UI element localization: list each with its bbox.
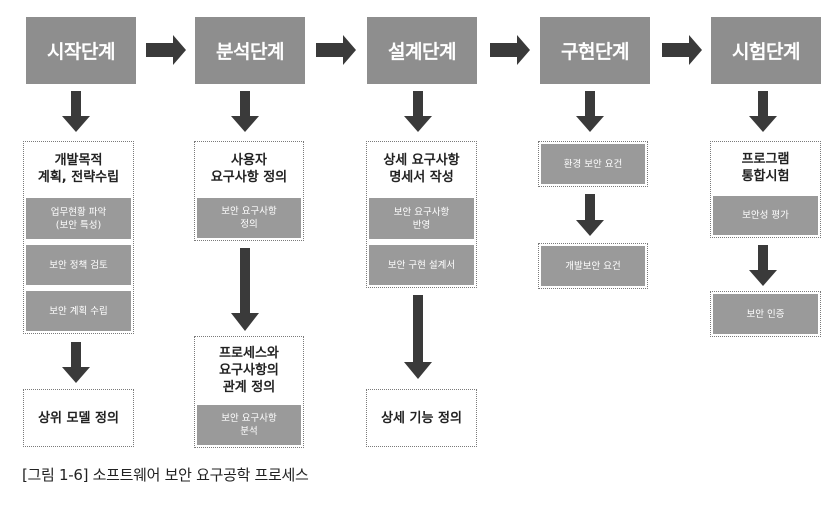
col3-sub-1: 보안 요구사항 반영 <box>369 198 474 239</box>
col1-bottom-box: 상위 모델 정의 <box>23 389 134 447</box>
col5-title: 프로그램 통합시험 <box>741 152 790 184</box>
col3-bottom-box: 상세 기능 정의 <box>366 389 477 447</box>
col2-box2-title: 프로세스와 요구사항의 관계 정의 <box>219 345 279 395</box>
phase-design: 설계단계 <box>367 17 477 84</box>
down-arrow-3 <box>404 91 432 132</box>
phase-analysis: 분석단계 <box>195 17 305 84</box>
down-arrow-2 <box>231 91 259 132</box>
down-arrow-col5 <box>749 245 777 286</box>
right-arrow-4 <box>662 35 702 65</box>
down-arrow-1 <box>62 91 90 132</box>
col1-sub-3: 보안 계획 수립 <box>26 291 131 331</box>
col4-box2: 개발보안 요건 <box>541 246 645 286</box>
down-arrow-col2 <box>231 248 259 331</box>
col1-sub-2: 보안 정책 검토 <box>26 245 131 285</box>
col4-box1: 환경 보안 요건 <box>541 144 645 184</box>
down-arrow-col1 <box>62 342 90 383</box>
phase-implementation: 구현단계 <box>540 17 650 84</box>
col2-box2-sub: 보안 요구사항 분석 <box>197 405 301 445</box>
down-arrow-col4 <box>576 194 604 236</box>
col5-sub: 보안성 평가 <box>713 196 818 235</box>
col3-title: 상세 요구사항 명세서 작성 <box>383 153 460 185</box>
col1-sub-1: 업무현황 파악 (보안 특성) <box>26 198 131 239</box>
col3-sub-2: 보안 구현 설계서 <box>369 245 474 285</box>
phase-testing: 시험단계 <box>711 17 821 84</box>
down-arrow-col3 <box>404 295 432 379</box>
figure-caption: [그림 1-6] 소프트웨어 보안 요구공학 프로세스 <box>22 466 309 484</box>
right-arrow-1 <box>146 35 186 65</box>
right-arrow-2 <box>316 35 356 65</box>
down-arrow-4 <box>576 91 604 132</box>
right-arrow-3 <box>490 35 530 65</box>
col2-title: 사용자 요구사항 정의 <box>210 153 288 185</box>
col2-sub: 보안 요구사항 정의 <box>197 198 301 238</box>
col1-title: 개발목적 계획, 전략수립 <box>37 153 120 185</box>
down-arrow-5 <box>749 91 777 132</box>
col5-box2: 보안 인증 <box>713 294 818 334</box>
phase-start: 시작단계 <box>26 17 136 84</box>
